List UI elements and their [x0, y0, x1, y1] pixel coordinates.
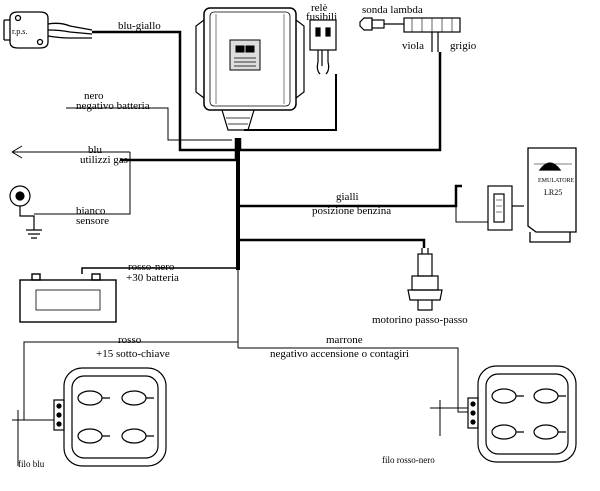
label-negativo-batteria: negativo batteria	[76, 100, 150, 112]
stepper-motor-icon	[407, 248, 443, 311]
label-utilizzi-gas: utilizzi gas	[80, 154, 128, 166]
label-piu30-batteria: +30 batteria	[126, 272, 179, 284]
relay-fuse-icon	[309, 19, 337, 75]
label-viola: viola	[402, 40, 424, 52]
label-marrone: marrone	[326, 334, 363, 346]
label-blu: blu	[88, 144, 103, 156]
ecu-icon	[195, 7, 305, 131]
switch-box-left-icon	[53, 367, 167, 467]
wire-harness	[11, 30, 488, 466]
label-posizione-benzina: posizione benzina	[312, 205, 392, 217]
label-motorino: motorino passo-passo	[372, 314, 468, 326]
label-lr25: LR25	[544, 188, 563, 197]
fuel-level-sensor-icon	[487, 185, 524, 231]
battery-icon	[19, 273, 117, 323]
emulator-lr25-icon	[527, 147, 577, 243]
label-sensore: sensore	[76, 215, 109, 227]
label-bianco: bianco	[76, 205, 106, 217]
label-filo-blu: filo blu	[18, 459, 45, 469]
label-rps: r.p.s.	[12, 27, 28, 36]
label-grigio: grigio	[450, 40, 477, 52]
label-nero: nero	[84, 90, 104, 102]
label-blu-giallo: blu-giallo	[118, 20, 161, 32]
label-piu15-sotto-chiave: +15 sotto-chiave	[96, 348, 170, 360]
switch-box-right-icon	[467, 365, 577, 463]
rps-sensor-icon	[3, 11, 93, 49]
label-rosso-nero: rosso-nero	[128, 261, 175, 273]
temperature-sensor-icon	[9, 185, 42, 239]
label-sonda-lambda: sonda lambda	[362, 4, 423, 16]
label-rele: relè	[311, 2, 328, 14]
label-rosso: rosso	[118, 334, 142, 346]
label-gialli: gialli	[336, 191, 359, 203]
label-filo-rosso-nero: filo rosso-nero	[382, 455, 435, 465]
label-negativo-accensione: negativo accensione o contagiri	[270, 348, 409, 360]
label-fusibili: fusibili	[306, 11, 338, 23]
label-emulatore: EMULATORE	[538, 178, 575, 184]
lambda-probe-icon	[359, 17, 461, 52]
